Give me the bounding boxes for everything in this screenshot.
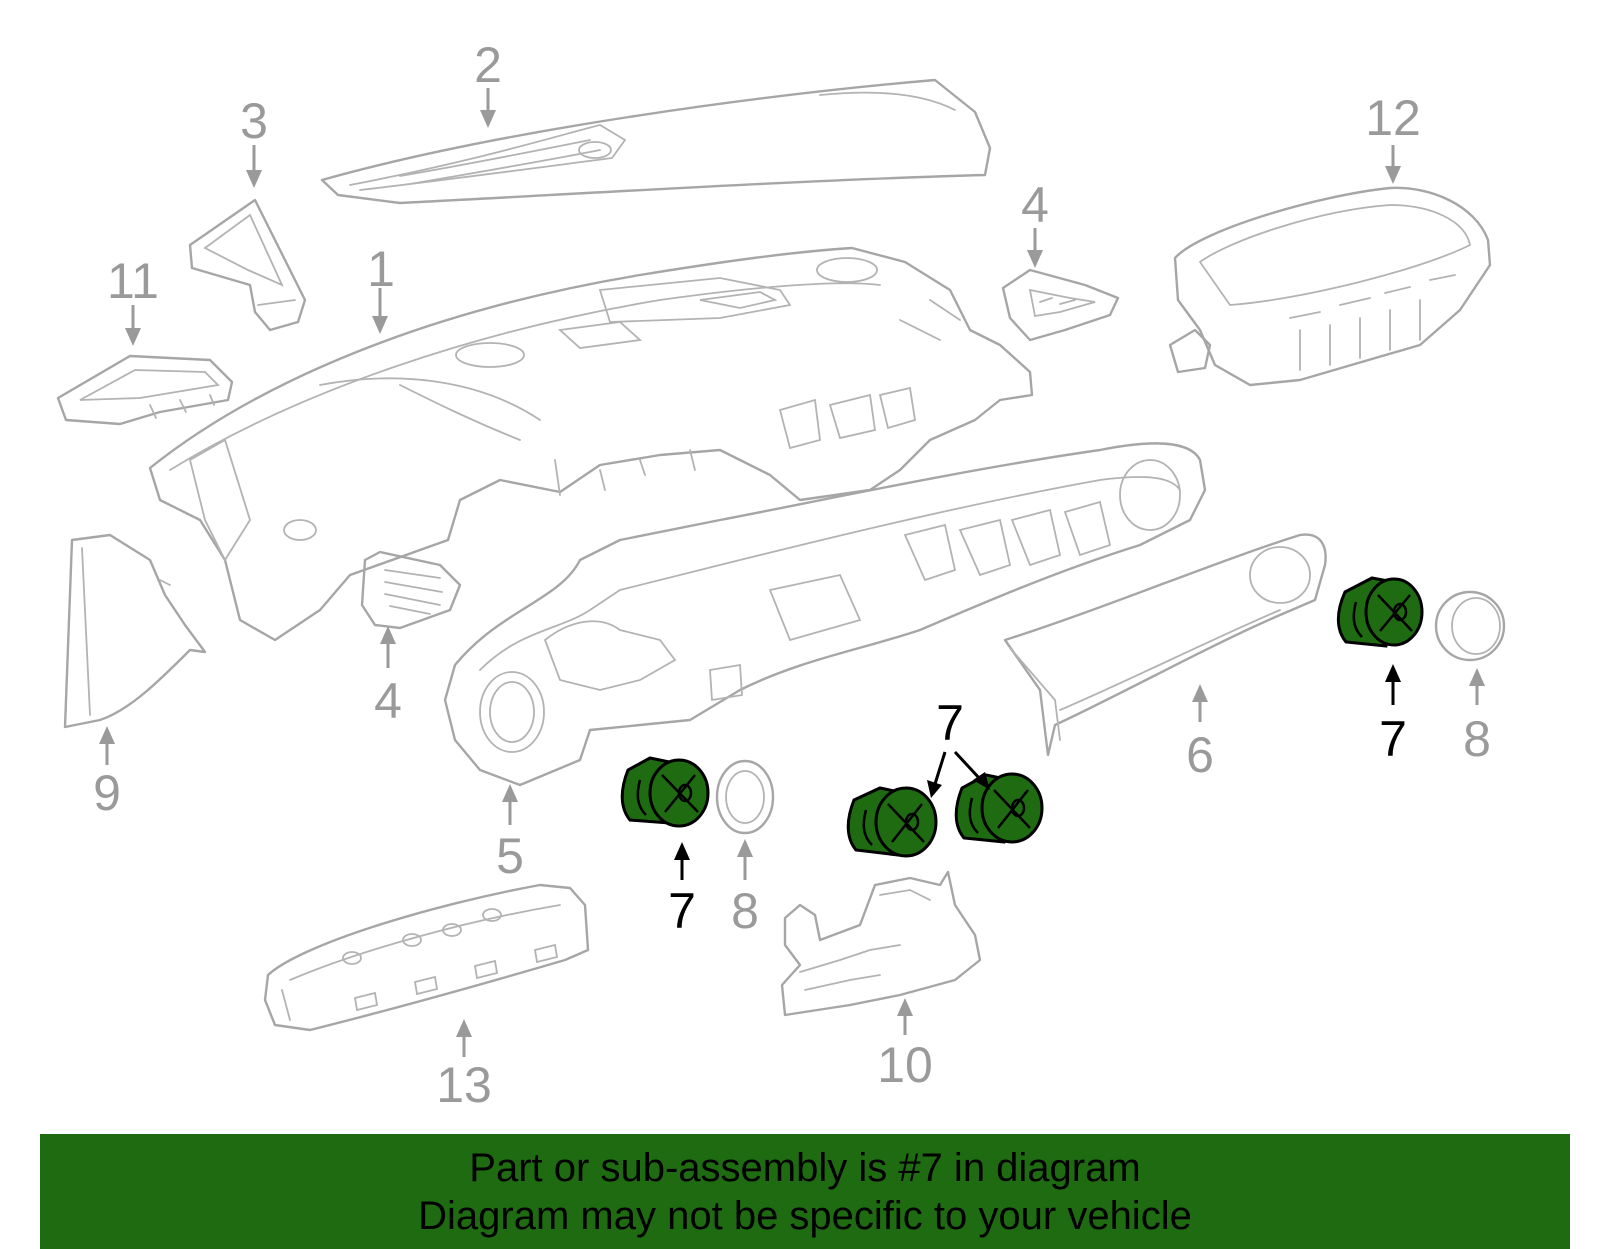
callout-12: 12	[1365, 90, 1421, 146]
callout-3: 3	[240, 93, 268, 149]
part-9-end-panel	[63, 533, 207, 729]
part-4-vent-grille-lower	[360, 550, 462, 630]
part-7-vent-far-right[interactable]	[1336, 576, 1424, 648]
part-10-lower-bracket	[780, 870, 982, 1017]
arrow-2	[480, 88, 496, 128]
callout-10: 10	[877, 1037, 933, 1093]
callout-1: 1	[367, 241, 395, 297]
part-5-panel-frame	[443, 442, 1207, 787]
callout-13: 13	[436, 1057, 492, 1113]
arrow-3	[246, 145, 262, 188]
part-6-glove-trim	[1003, 533, 1327, 757]
callout-4-lower: 4	[374, 673, 402, 729]
part-11-trim-panel	[56, 354, 234, 426]
part-13-lower-module	[263, 883, 590, 1032]
callout-8-left: 8	[731, 883, 759, 939]
arrow-6	[1192, 684, 1208, 722]
callout-8-right: 8	[1463, 711, 1491, 767]
arrow-1	[372, 288, 388, 334]
callout-5: 5	[496, 828, 524, 884]
arrow-10	[897, 998, 913, 1035]
part-4-switch-bezel-upper	[1001, 268, 1120, 342]
part-7-vent-left[interactable]	[620, 756, 710, 828]
arrow-7-far-right	[1385, 664, 1401, 705]
callout-7-left: 7	[668, 883, 696, 939]
arrow-4-lower	[380, 626, 396, 668]
banner-line-part: Part or sub-assembly is #7 in diagram	[469, 1146, 1141, 1190]
arrow-5	[502, 784, 518, 825]
arrow-8-right	[1469, 668, 1485, 705]
arrow-12	[1385, 145, 1401, 184]
part-3-corner-trim	[188, 198, 307, 332]
arrow-11	[125, 305, 141, 346]
part-7-vent-right[interactable]	[954, 772, 1044, 844]
callout-4-upper: 4	[1021, 177, 1049, 233]
callout-11: 11	[107, 253, 159, 309]
banner-line-disclaimer: Diagram may not be specific to your vehi…	[418, 1194, 1192, 1238]
callout-7-pair: 7	[936, 695, 964, 751]
part-7-vent-center[interactable]	[846, 786, 938, 858]
arrow-7-left	[674, 842, 690, 880]
arrow-7-pair	[927, 750, 990, 798]
part-2-upper-trim	[320, 78, 992, 205]
part-1-instrument-panel	[148, 246, 1034, 642]
callout-6: 6	[1186, 727, 1214, 783]
part-8-bezel-left	[715, 759, 775, 835]
arrow-13	[456, 1019, 472, 1057]
callout-7-far-right: 7	[1379, 711, 1407, 767]
callout-9: 9	[93, 765, 121, 821]
callout-2: 2	[474, 37, 502, 93]
info-banner: Part or sub-assembly is #7 in diagram Di…	[40, 1134, 1570, 1249]
arrow-4-upper	[1027, 228, 1043, 268]
part-12-airbag-module	[1168, 186, 1492, 387]
arrow-8-left	[737, 839, 753, 880]
part-8-bezel-right	[1434, 590, 1506, 662]
arrow-9	[99, 726, 115, 765]
